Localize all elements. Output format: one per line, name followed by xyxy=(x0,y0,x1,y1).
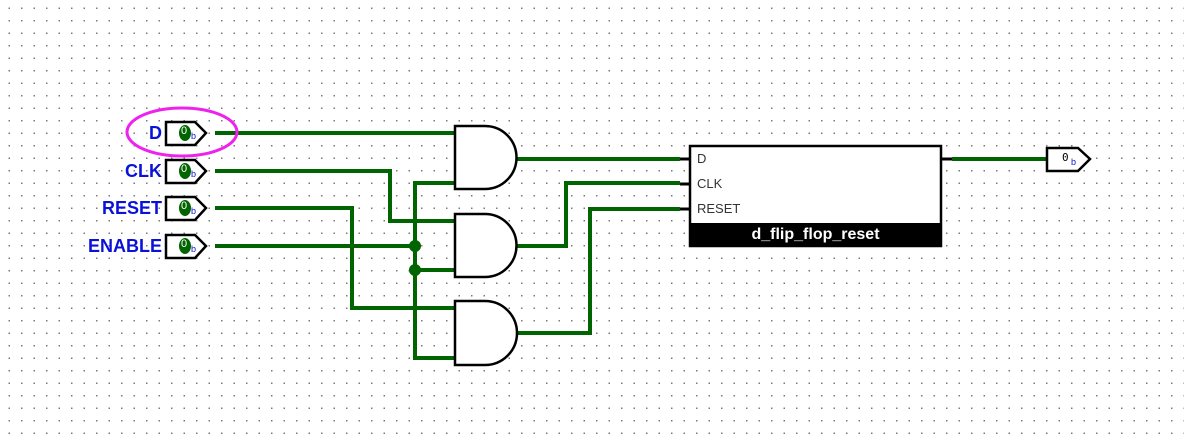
subcircuit-title[interactable]: d_flip_flop_reset xyxy=(690,223,941,247)
junction xyxy=(409,264,421,276)
and-gate-2 xyxy=(453,212,518,279)
wire-clk xyxy=(215,169,455,223)
input-value-enable[interactable]: 0 xyxy=(181,238,188,250)
selection-highlight xyxy=(125,106,239,158)
input-label-d: D xyxy=(149,123,162,143)
output-value: 0 xyxy=(1062,151,1069,164)
output-pin xyxy=(1045,146,1092,173)
input-value-d[interactable]: 0 xyxy=(181,125,188,137)
wires xyxy=(215,131,1047,360)
input-pins xyxy=(164,120,1092,260)
input-value-reset[interactable]: 0 xyxy=(181,200,188,212)
input-label-enable: ENABLE xyxy=(87,236,162,256)
subcircuit-pin-d: D xyxy=(697,151,707,166)
and-gate-3 xyxy=(453,299,519,367)
radix-suffix: b xyxy=(1071,157,1077,167)
junction xyxy=(409,240,421,252)
radix-suffix: b xyxy=(191,244,197,254)
subcircuit-pin-reset: RESET xyxy=(697,201,741,216)
wire-g2-out xyxy=(515,181,680,248)
input-label-clk: CLK xyxy=(125,161,162,181)
subcircuit-pin-clk: CLK xyxy=(697,176,723,191)
radix-suffix: b xyxy=(191,131,197,141)
and-gate-1 xyxy=(453,124,518,191)
radix-suffix: b xyxy=(191,206,197,216)
wire-g3-out xyxy=(515,207,680,335)
input-value-clk[interactable]: 0 xyxy=(181,163,188,175)
radix-suffix: b xyxy=(191,169,197,179)
wire-reset xyxy=(215,206,455,310)
input-label-reset: RESET xyxy=(101,198,162,218)
